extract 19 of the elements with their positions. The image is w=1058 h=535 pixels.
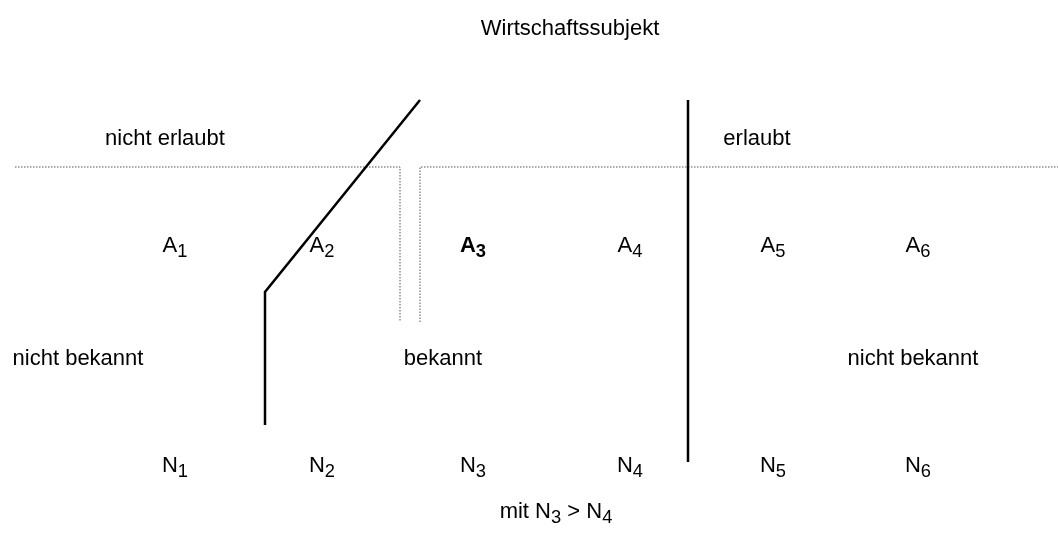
- variable-label: A$_{5}$: [760, 232, 786, 262]
- variable-label: N$_{5}$: [759, 452, 787, 482]
- region-label: erlaubt: [723, 125, 791, 151]
- variable-label: N$_{6}$: [904, 452, 932, 482]
- variable-label: N$_{2}$: [308, 452, 336, 482]
- variable-label: N$_{3}$: [459, 452, 487, 482]
- region-label: nicht bekannt: [847, 345, 979, 371]
- region-label: bekannt: [403, 345, 483, 371]
- region-label: nicht bekannt: [12, 345, 144, 371]
- variable-label: A$_{1}$: [162, 232, 188, 262]
- title: Wirtschaftssubjekt: [480, 15, 660, 41]
- note: mit N$_{3}$ > N$_{4}$: [499, 498, 613, 528]
- variable-label: A$_{6}$: [905, 232, 931, 262]
- variable-label: A$_{3}$: [459, 232, 487, 262]
- variable-label: A$_{4}$: [617, 232, 643, 262]
- variable-label: N$_{4}$: [616, 452, 644, 482]
- variable-label: A$_{2}$: [309, 232, 335, 262]
- region-label: nicht erlaubt: [105, 125, 225, 151]
- variable-label: N$_{1}$: [161, 452, 189, 482]
